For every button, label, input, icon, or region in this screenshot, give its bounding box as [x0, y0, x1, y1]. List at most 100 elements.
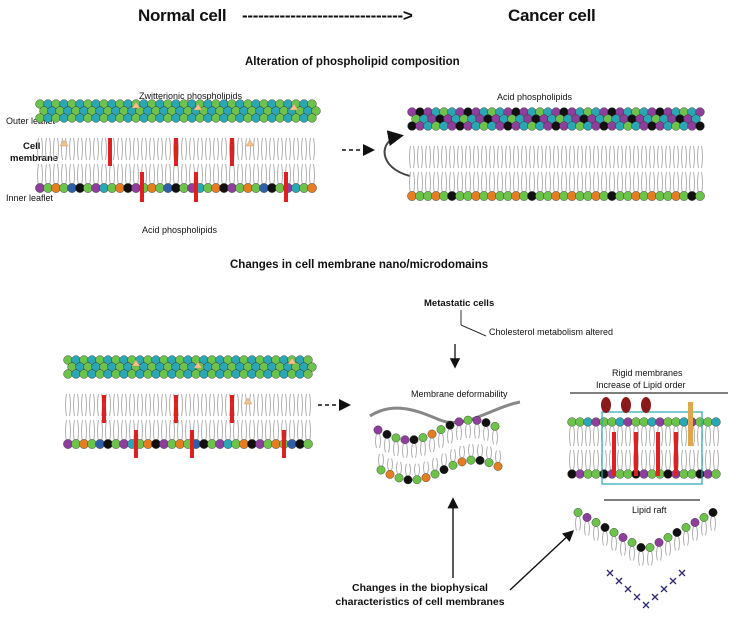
lipid-tail: [149, 163, 151, 187]
lipid-tail: [273, 393, 275, 417]
lipid-tail: [113, 419, 115, 443]
lipid-head: [59, 113, 69, 123]
lipid-tail: [101, 137, 103, 161]
lipid-head: [695, 107, 705, 117]
lipid-tail: [253, 393, 255, 417]
lipid-tail: [533, 145, 535, 169]
lipid-tail: [85, 419, 87, 443]
lipid-tail: [424, 441, 426, 456]
lipid-tail: [185, 393, 187, 417]
lipid-tail: [273, 163, 275, 187]
lipid-head: [67, 113, 77, 123]
lipid-tail: [97, 137, 99, 161]
lipid-tail: [437, 171, 439, 195]
lipid-head: [631, 417, 641, 427]
lipid-head: [695, 121, 705, 131]
lipid-tail: [145, 137, 147, 161]
lipid-tail: [189, 137, 191, 161]
lipid-tail: [391, 458, 393, 471]
lipid-tail: [411, 443, 413, 458]
lipid-tail: [73, 163, 75, 187]
zwitterionic-label: Zwitterionic phospholipids: [139, 91, 243, 101]
lipid-head: [695, 469, 705, 479]
lipid-tail: [501, 145, 503, 169]
lipid-tail: [553, 145, 555, 169]
lipid-tail: [289, 393, 291, 417]
protein-bar: [190, 430, 194, 458]
lipid-head: [551, 121, 561, 131]
lipid-tail: [577, 449, 579, 471]
lipid-tail: [673, 171, 675, 195]
lipid-tail: [169, 137, 171, 161]
lipid-tail: [621, 449, 623, 471]
lipid-tail: [101, 163, 103, 187]
lipid-tail: [61, 137, 63, 161]
lipid-tail: [205, 393, 207, 417]
lipid-tail: [717, 449, 719, 471]
lipid-tail: [669, 449, 671, 471]
lipid-tail: [181, 163, 183, 187]
lipid-tail: [461, 171, 463, 195]
lipid-tail: [617, 145, 619, 169]
lipid-tail: [645, 425, 647, 447]
lipid-head: [421, 473, 431, 483]
lipid-tail: [81, 393, 83, 417]
lipid-tail: [77, 419, 79, 443]
lipid-head: [423, 121, 433, 131]
lipid-tail: [469, 424, 471, 439]
lipid-head: [151, 369, 161, 379]
lipid-head: [243, 113, 253, 123]
lipid-tail: [653, 171, 655, 195]
lipid-head: [663, 417, 673, 427]
lipid-tail: [301, 393, 303, 417]
lipid-tail: [97, 393, 99, 417]
protein-bar: [174, 138, 178, 166]
lipid-tail: [89, 163, 91, 187]
lipid-tail: [289, 137, 291, 161]
lipid-tail: [689, 145, 691, 169]
lipid-tail: [125, 137, 127, 161]
lipid-tail: [713, 425, 715, 447]
lipid-head: [583, 469, 593, 479]
lipid-tail: [537, 145, 539, 169]
lipid-tail: [489, 145, 491, 169]
acid-phospholipids-label-bottom: Acid phospholipids: [142, 225, 218, 235]
lipid-tail: [641, 449, 643, 471]
lipid-tail: [581, 145, 583, 169]
lipid-tail: [557, 145, 559, 169]
lipid-tail: [69, 419, 71, 443]
lipid-tail: [561, 171, 563, 195]
protein-bar: [140, 172, 144, 202]
lipid-head: [391, 433, 401, 443]
lipid-tail: [113, 393, 115, 417]
lipid-tail: [605, 425, 607, 447]
lipid-head: [623, 417, 633, 427]
lipid-head: [609, 528, 619, 537]
lipid-head: [71, 369, 81, 379]
lipid-tail: [237, 393, 239, 417]
lipid-tail: [157, 393, 159, 417]
lipid-tail: [293, 393, 295, 417]
lipid-tail: [109, 419, 111, 443]
lipid-tail: [429, 145, 431, 169]
lipid-tail: [85, 163, 87, 187]
lipid-tail: [678, 536, 680, 551]
lipid-tail: [653, 425, 655, 447]
lipid-tail: [629, 449, 631, 471]
lipid-tail: [309, 419, 311, 443]
lipid-tail: [117, 137, 119, 161]
lipid-tail: [133, 137, 135, 161]
lipid-tail: [73, 393, 75, 417]
lipid-tail: [561, 145, 563, 169]
lipid-tail: [402, 443, 404, 458]
lipid-head: [203, 113, 213, 123]
lipid-tail: [169, 163, 171, 187]
lipid-tail: [217, 163, 219, 187]
lipid-tail: [487, 426, 489, 441]
lipid-tail: [129, 419, 131, 443]
lipid-tail: [141, 393, 143, 417]
lipid-tail: [165, 137, 167, 161]
lipid-tail: [269, 393, 271, 417]
cholesterol-bar: [688, 402, 693, 446]
lipid-tail: [442, 433, 444, 448]
